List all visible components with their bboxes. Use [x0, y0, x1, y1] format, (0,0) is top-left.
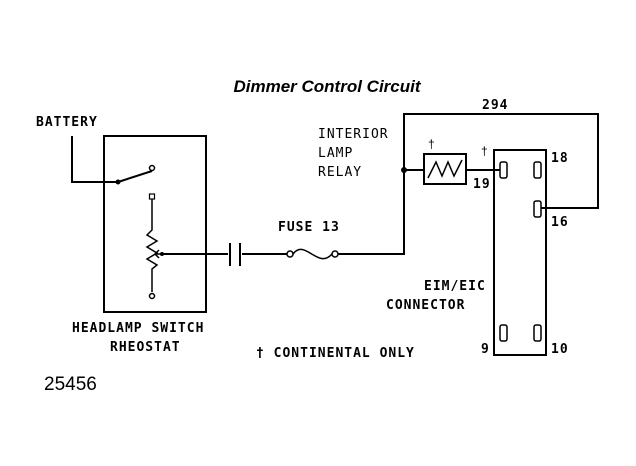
fuse-element	[292, 248, 333, 260]
relay-label: RELAY	[318, 165, 362, 180]
interior-label: INTERIOR	[318, 127, 389, 142]
pin-18-slot	[533, 161, 542, 179]
wire-294-label: 294	[482, 98, 508, 113]
continental-note: † CONTINENTAL ONLY	[256, 346, 415, 361]
battery-label: BATTERY	[36, 115, 98, 130]
fuse-terminal-left	[286, 250, 294, 258]
relay-coil-symbol	[427, 159, 463, 179]
wire-294	[403, 113, 599, 209]
pin-10-label: 10	[551, 342, 569, 357]
pin-9-label: 9	[481, 342, 490, 357]
figure-number: 25456	[44, 374, 97, 395]
headlamp-switch-label: HEADLAMP SWITCH	[72, 321, 204, 336]
wire-fuse-to-relay	[338, 170, 405, 255]
diagram-title: Dimmer Control Circuit	[233, 77, 421, 96]
pin-16-slot	[533, 200, 542, 218]
relay-dagger: †	[428, 137, 435, 151]
pin-18-label: 18	[551, 151, 569, 166]
inline-connector	[229, 243, 241, 266]
pin-16-label: 16	[551, 215, 569, 230]
fuse-label: FUSE 13	[278, 220, 340, 235]
rheostat-bottom-terminal	[148, 292, 156, 300]
rheostat-top-terminal	[148, 193, 156, 200]
pin-9-slot	[499, 324, 508, 342]
pin-19-slot	[499, 161, 508, 179]
pin-19-label: 19	[473, 177, 491, 192]
switch-blade	[117, 170, 153, 183]
lamp-label: LAMP	[318, 146, 353, 161]
eim-eic-connector	[493, 149, 547, 356]
connector-label-line2: CONNECTOR	[386, 298, 465, 313]
headlamp-switch-box	[103, 135, 207, 313]
pin-10-slot	[533, 324, 542, 342]
fuse-terminal-right	[331, 250, 339, 258]
switch-contact	[148, 164, 156, 172]
connector-label-line1: EIM/EIC	[424, 279, 486, 294]
rheostat-resistor	[145, 199, 159, 292]
rheostat-label: RHEOSTAT	[110, 340, 181, 355]
wire-dagger: †	[481, 144, 488, 158]
battery-lead-wire	[71, 136, 118, 183]
